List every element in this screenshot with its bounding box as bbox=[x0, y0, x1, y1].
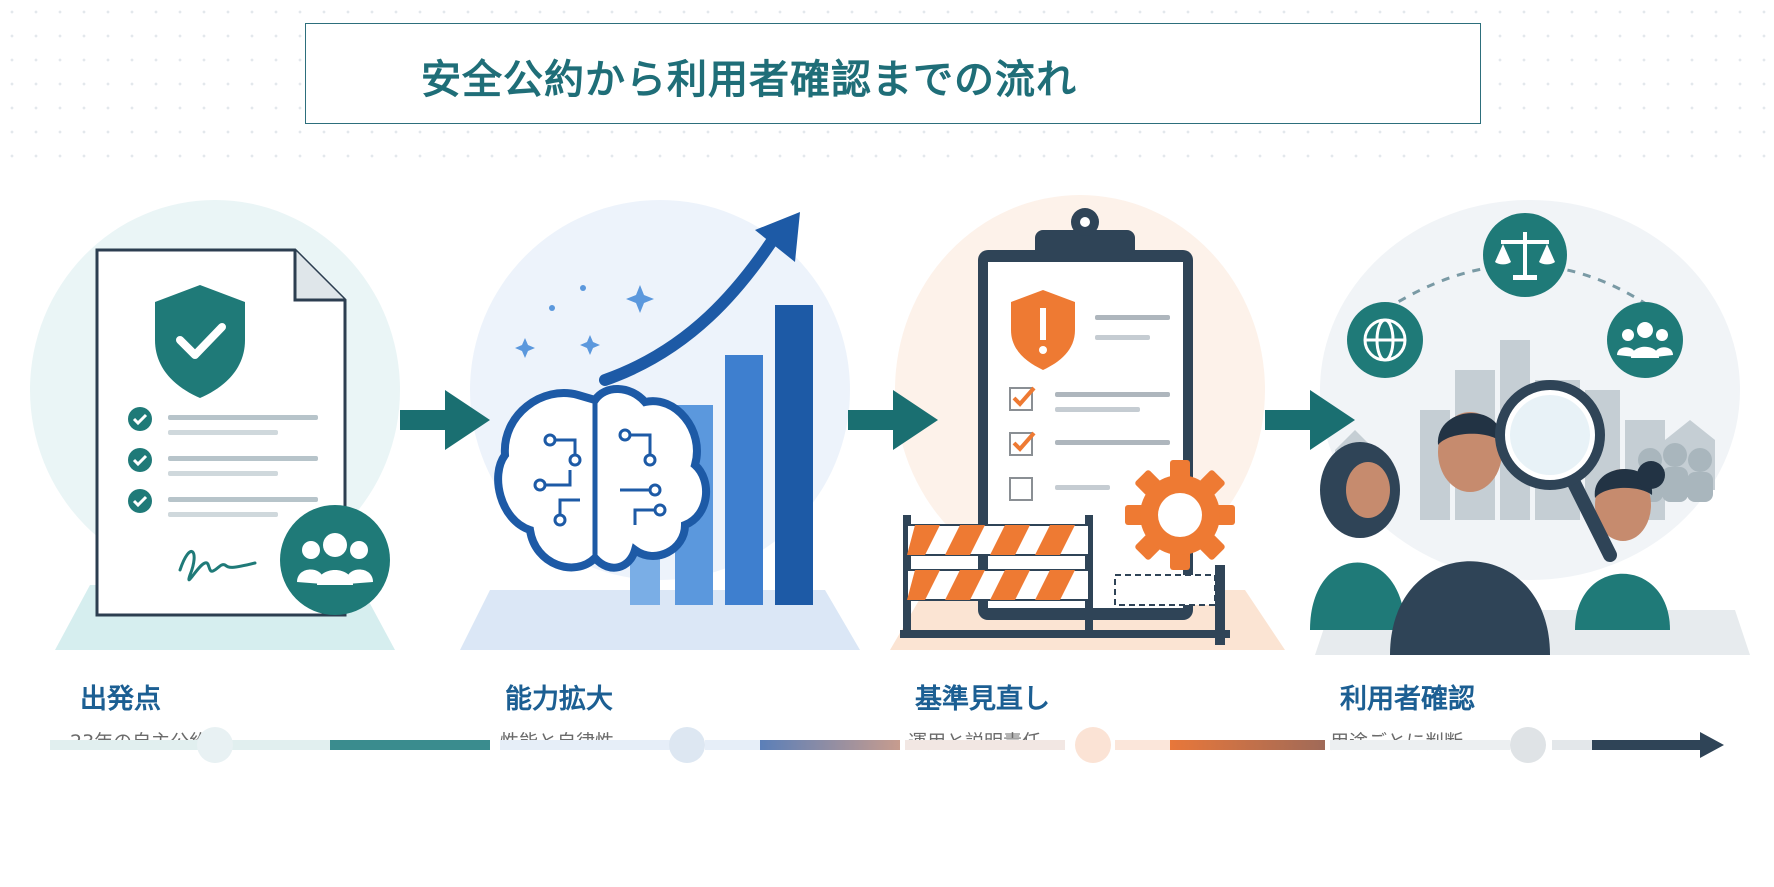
timeline-node bbox=[669, 727, 705, 763]
people-icon bbox=[280, 505, 390, 615]
stage-review: 基準見直し 運用と説明責任 bbox=[885, 190, 1285, 753]
signature-icon bbox=[178, 550, 257, 582]
stage-label: 能力拡大 bbox=[505, 684, 613, 715]
flow-arrow-3 bbox=[1265, 390, 1355, 450]
warning-shield-icon bbox=[1011, 290, 1170, 370]
page-title: 安全公約から利用者確認までの流れ bbox=[421, 57, 1077, 103]
trend-arrow-icon bbox=[599, 226, 784, 386]
stage-start: 出発点 23年の自主公約 bbox=[15, 190, 415, 753]
brain-circuit-icon bbox=[494, 385, 711, 572]
stage-label: 利用者確認 bbox=[1340, 684, 1475, 715]
person-man-center bbox=[1390, 412, 1550, 655]
stage-label: 基準見直し bbox=[915, 684, 1050, 715]
shield-check-icon bbox=[155, 285, 245, 398]
person-woman-right bbox=[1575, 461, 1670, 630]
sparkle-icons bbox=[515, 285, 654, 358]
stage-label: 出発点 bbox=[80, 684, 161, 715]
gear-icon bbox=[1125, 460, 1235, 570]
stage-review-illustration bbox=[890, 195, 1285, 650]
scales-icon bbox=[1483, 213, 1567, 297]
people-icon bbox=[1607, 302, 1683, 378]
timeline-node bbox=[1510, 727, 1546, 763]
checklist bbox=[128, 407, 318, 517]
stage-growth-illustration bbox=[460, 200, 860, 650]
barrier-icon bbox=[900, 515, 1230, 645]
globe-icon bbox=[1347, 302, 1423, 378]
stage-growth: 能力拡大 性能と自律性 bbox=[460, 190, 860, 753]
person-woman-left bbox=[1310, 442, 1405, 630]
timeline-node bbox=[1075, 727, 1111, 763]
timeline-arrowhead bbox=[1700, 732, 1724, 758]
magnifier-icon bbox=[1495, 380, 1617, 562]
timeline-node bbox=[197, 727, 233, 763]
timeline bbox=[50, 727, 1724, 763]
stage-user-illustration bbox=[1310, 200, 1750, 655]
stage-start-illustration bbox=[30, 200, 400, 650]
stage-user-confirmation: 利用者確認 用途ごとに判断 bbox=[1305, 190, 1750, 753]
title-box: 安全公約から利用者確認までの流れ bbox=[305, 23, 1481, 124]
flow-arrow-2 bbox=[848, 390, 938, 450]
flow-arrow-1 bbox=[400, 390, 490, 450]
checkbox-list bbox=[1009, 386, 1170, 501]
